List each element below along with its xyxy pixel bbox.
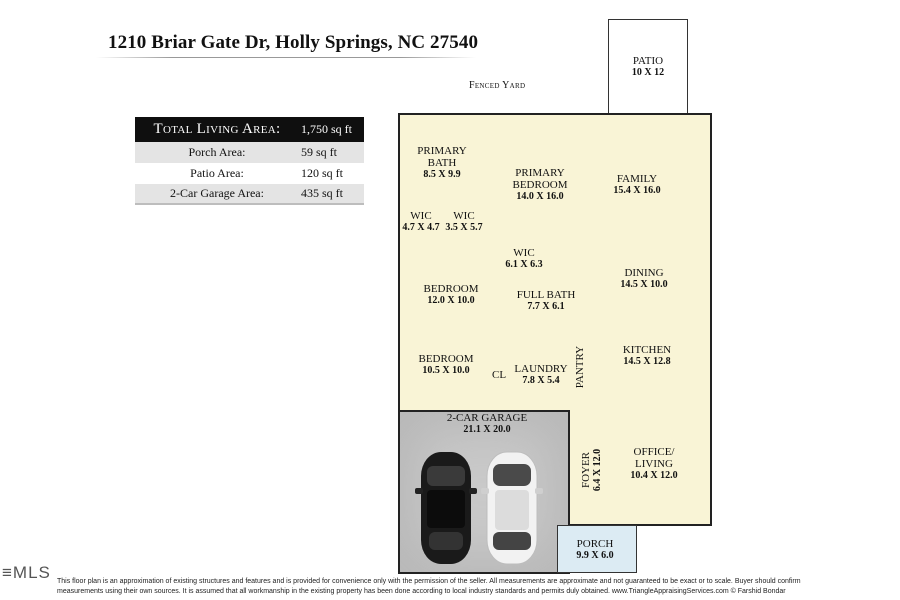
patio-area	[608, 19, 688, 115]
room-porch: PORCH 9.9 X 6.0	[576, 538, 613, 562]
area-label: 2-Car Garage Area:	[170, 186, 264, 200]
room-name: WIC	[453, 210, 475, 222]
pantry-label: PANTRY	[574, 345, 586, 389]
area-row-porch: Porch Area: 59 sq ft	[135, 142, 364, 163]
room-name: OFFICE/ LIVING	[633, 446, 675, 470]
room-name: BEDROOM	[418, 353, 474, 365]
room-dims: 7.8 X 5.4	[522, 375, 560, 386]
closet-label: CL	[492, 369, 507, 381]
room-name: PRIMARY BATH	[417, 145, 467, 169]
area-value: 120 sq ft	[301, 166, 343, 180]
room-dining: DINING 14.5 X 10.0	[620, 267, 667, 291]
room-wic-1: WIC 4.7 X 4.7	[402, 210, 439, 234]
room-name: LAUNDRY	[514, 363, 568, 375]
room-dims: 12.0 X 10.0	[427, 295, 475, 306]
room-dims: 15.4 X 16.0	[613, 185, 661, 196]
room-dims: 10.4 X 12.0	[630, 470, 678, 481]
disclaimer-text: This floor plan is an approximation of e…	[57, 578, 801, 595]
room-laundry: LAUNDRY 7.8 X 5.4	[514, 363, 567, 387]
room-dims: 8.5 X 9.9	[423, 169, 461, 180]
room-bedroom-1: BEDROOM 12.0 X 10.0	[423, 283, 478, 307]
address-underline	[96, 57, 476, 58]
fenced-yard-label: Fenced Yard	[469, 80, 525, 91]
property-address: 1210 Briar Gate Dr, Holly Springs, NC 27…	[108, 32, 479, 53]
room-dims: 21.1 X 20.0	[463, 424, 511, 435]
room-foyer: FOYER 6.4 X 12.0	[580, 449, 604, 491]
room-patio: PATIO 10 X 12	[632, 55, 664, 79]
room-name: DINING	[624, 267, 664, 279]
room-name: PATIO	[632, 55, 664, 67]
room-name: KITCHEN	[622, 344, 672, 356]
room-dims: 4.7 X 4.7	[402, 222, 440, 233]
area-label: Porch Area:	[188, 145, 246, 159]
area-value: 59 sq ft	[301, 145, 337, 159]
room-name: FULL BATH	[516, 289, 576, 301]
white-car-icon	[481, 451, 543, 565]
room-full-bath: FULL BATH 7.7 X 6.1	[517, 289, 576, 313]
area-value: 435 sq ft	[301, 186, 343, 200]
room-dims: 10.5 X 10.0	[422, 365, 470, 376]
room-name: FOYER	[580, 451, 592, 489]
room-name: WIC	[513, 247, 535, 259]
room-garage: 2-CAR GARAGE 21.1 X 20.0	[447, 412, 527, 436]
area-value: 1,750 sq ft	[301, 122, 352, 136]
room-name: 2-CAR GARAGE	[446, 412, 528, 424]
room-dims: 14.5 X 10.0	[620, 279, 668, 290]
area-row-patio: Patio Area: 120 sq ft	[135, 163, 364, 184]
porch-area	[557, 525, 637, 573]
area-row-total-living: Total Living Area: 1,750 sq ft	[135, 117, 364, 142]
room-dims: 6.4 X 12.0	[592, 448, 603, 492]
room-name: BEDROOM	[423, 283, 479, 295]
cars-icon	[415, 451, 543, 565]
room-name: PORCH	[576, 538, 614, 550]
area-summary-table: Total Living Area: 1,750 sq ft Porch Are…	[135, 117, 364, 205]
room-bedroom-2: BEDROOM 10.5 X 10.0	[418, 353, 473, 377]
room-name: PRIMARY BEDROOM	[512, 167, 568, 191]
room-dims: 7.7 X 6.1	[527, 301, 565, 312]
area-label: Total Living Area:	[153, 121, 281, 137]
room-dims: 3.5 X 5.7	[445, 222, 483, 233]
room-dims: 14.0 X 16.0	[516, 191, 564, 202]
room-dims: 9.9 X 6.0	[576, 550, 614, 561]
room-wic-2: WIC 3.5 X 5.7	[445, 210, 482, 234]
room-primary-bath: PRIMARY BATH 8.5 X 9.9	[412, 145, 472, 181]
room-office-living: OFFICE/ LIVING 10.4 X 12.0	[624, 446, 684, 482]
room-dims: 14.5 X 12.8	[623, 356, 671, 367]
mls-logo: ≡MLS	[2, 563, 51, 582]
room-family: FAMILY 15.4 X 16.0	[613, 173, 660, 197]
room-kitchen: KITCHEN 14.5 X 12.8	[623, 344, 671, 368]
area-row-garage: 2-Car Garage Area: 435 sq ft	[135, 184, 364, 205]
area-label: Patio Area:	[190, 166, 244, 180]
room-wic-3: WIC 6.1 X 6.3	[505, 247, 542, 271]
room-name: FAMILY	[616, 173, 658, 185]
fenced-yard-text: Fenced Yard	[469, 80, 526, 91]
black-car-icon	[415, 452, 477, 564]
room-dims: 10 X 12	[631, 67, 665, 78]
room-name: WIC	[410, 210, 432, 222]
room-dims: 6.1 X 6.3	[505, 259, 543, 270]
room-primary-bedroom: PRIMARY BEDROOM 14.0 X 16.0	[505, 167, 575, 203]
